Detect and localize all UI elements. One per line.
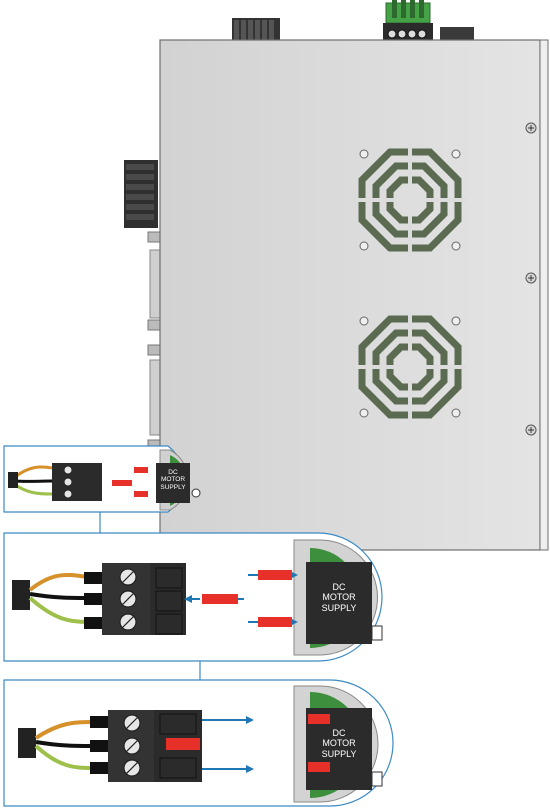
supply-label-line1: DC	[332, 582, 346, 592]
supply-label-line3: SUPPLY	[321, 602, 357, 613]
screw-icon	[525, 272, 537, 284]
supply-label-line3: SUPPLY	[160, 483, 186, 491]
drive-side-connectors	[124, 160, 161, 451]
drive-chassis	[159, 39, 549, 551]
supply-label-line2: MOTOR	[322, 738, 356, 749]
supply-label-line2: MOTOR	[160, 476, 186, 484]
terminal-screw-icon	[123, 714, 141, 777]
supply-label-line2: MOTOR	[322, 592, 356, 603]
drive-top-connectors	[232, 0, 474, 43]
supply-label-large: DC MOTOR SUPPLY	[306, 728, 372, 759]
terminal-screw-icon	[119, 568, 137, 631]
screw-icon	[525, 122, 537, 134]
fan-grille-icon	[354, 144, 466, 256]
overview-inset	[3, 445, 201, 513]
detail-jumper-removed	[3, 532, 383, 662]
supply-label-medium: DC MOTOR SUPPLY	[306, 582, 372, 613]
supply-label-line1: DC	[332, 728, 346, 738]
supply-label-small: DC MOTOR SUPPLY	[156, 469, 190, 491]
supply-label-line3: SUPPLY	[321, 748, 357, 759]
fan-grille-icon	[354, 311, 466, 423]
detail-connector-unplugged	[3, 679, 394, 807]
screw-icon	[525, 424, 537, 436]
supply-label-line1: DC	[168, 469, 178, 476]
